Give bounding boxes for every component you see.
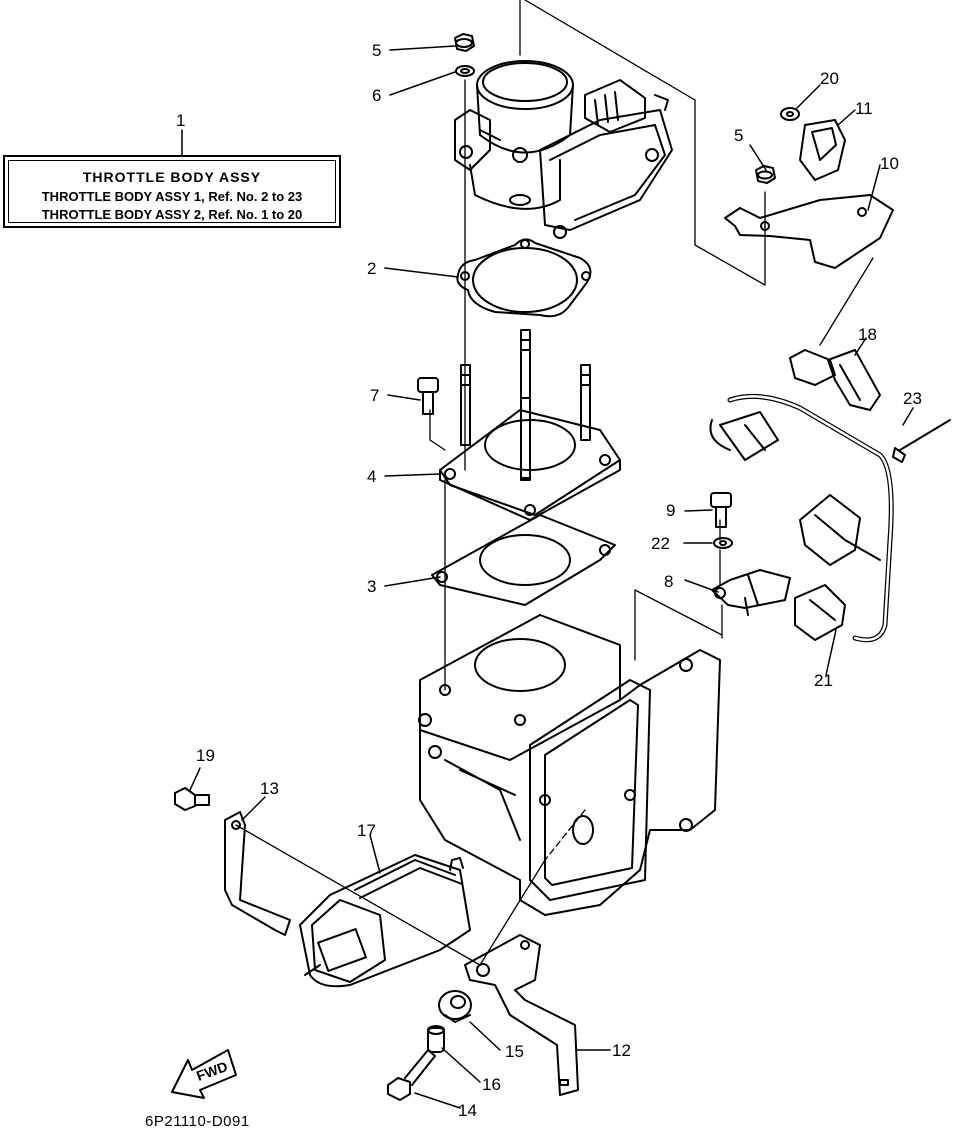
- bracket-icon: [724, 194, 894, 269]
- callout-10: 10: [880, 154, 899, 173]
- callout-9: 9: [666, 501, 676, 520]
- bracket-icon: [224, 811, 291, 936]
- callout-23: 23: [903, 389, 922, 408]
- title-heading: THROTTLE BODY ASSY: [82, 169, 262, 185]
- callout-1: 1: [176, 111, 186, 130]
- callout-7: 7: [370, 386, 380, 405]
- callout-3: 3: [367, 577, 377, 596]
- callout-6: 6: [372, 86, 382, 105]
- callout-15: 15: [505, 1042, 524, 1061]
- bracket-icon: [464, 934, 579, 1096]
- callout-20: 20: [820, 69, 839, 88]
- callout-13: 13: [260, 779, 279, 798]
- callout-5: 5: [372, 41, 382, 60]
- callout-4: 4: [367, 467, 377, 486]
- throttle-body-icon: [454, 60, 673, 239]
- assembly-lines: [235, 0, 874, 966]
- bolt-icon: [387, 1049, 436, 1101]
- canister-icon: [299, 854, 471, 988]
- callout-12: 12: [612, 1041, 631, 1060]
- collar-icon: [427, 1025, 445, 1053]
- cable-tie-icon: [892, 419, 951, 463]
- nut-icon: [454, 33, 475, 52]
- bolt-icon: [710, 492, 732, 528]
- washer-icon: [713, 537, 733, 549]
- title-line-2: THROTTLE BODY ASSY 2, Ref. No. 1 to 20: [41, 207, 303, 222]
- callout-22: 22: [651, 534, 670, 553]
- grommet-icon: [438, 990, 472, 1023]
- title-line-1: THROTTLE BODY ASSY 1, Ref. No. 2 to 23: [41, 189, 303, 204]
- bolt-icon: [417, 377, 439, 415]
- sensor-icon: [789, 349, 881, 411]
- intake-manifold-icon: [418, 614, 721, 916]
- callout-14: 14: [458, 1101, 477, 1120]
- callout-18: 18: [858, 325, 877, 344]
- gasket-icon: [456, 238, 592, 318]
- leader-lines: [181, 45, 914, 1109]
- callout-16: 16: [482, 1075, 501, 1094]
- callout-21: 21: [814, 671, 833, 690]
- washer-icon: [455, 65, 475, 77]
- clip-icon: [799, 119, 846, 181]
- forward-arrow-icon: [171, 1049, 237, 1099]
- title-box: THROTTLE BODY ASSY THROTTLE BODY ASSY 1,…: [3, 155, 341, 228]
- nut-icon: [755, 165, 776, 184]
- bolt-icon: [174, 787, 210, 811]
- washer-icon: [780, 107, 800, 121]
- figure-code: 6P21110-D091: [145, 1113, 250, 1130]
- wire-harness-icon: [709, 393, 894, 643]
- callout-19: 19: [196, 746, 215, 765]
- callout-17: 17: [357, 821, 376, 840]
- callout-8: 8: [664, 572, 674, 591]
- sensor-icon: [711, 569, 791, 616]
- gasket-icon: [431, 514, 616, 606]
- stud-icon: [460, 329, 591, 481]
- callout-5-right: 5: [734, 126, 744, 145]
- callout-11: 11: [855, 99, 873, 118]
- callout-2: 2: [367, 259, 377, 278]
